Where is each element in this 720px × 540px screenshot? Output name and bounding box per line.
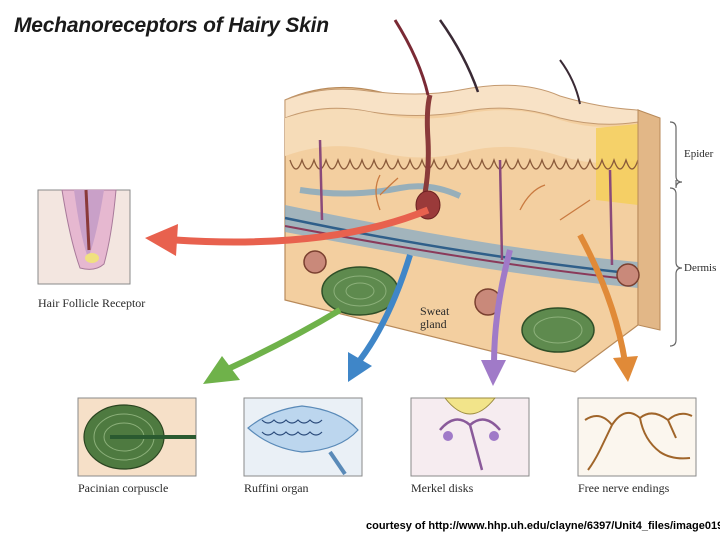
hair-follicle-label: Hair Follicle Receptor (38, 296, 146, 310)
arrow-head-hair-follicle (145, 224, 178, 256)
arrow-head-pacinian (203, 356, 240, 384)
ruffini-label: Ruffini organ (244, 481, 309, 495)
skin-block (284, 19, 683, 373)
arrow-head-free-nerve (613, 356, 638, 382)
ruffini-panel (243, 397, 363, 477)
merkel-panel (410, 397, 530, 477)
dermis-label: Dermis (684, 262, 717, 274)
arrow-hair-follicle (174, 206, 430, 246)
epidermis-label: Epider (684, 148, 714, 160)
arrow-ruffini (357, 254, 413, 362)
page-title: Mechanoreceptors of Hairy Skin (14, 14, 329, 37)
hair-follicle-panel (37, 189, 131, 285)
free-nerve-label: Free nerve endings (578, 481, 670, 495)
sweat-gland-label-line1: Sweat (420, 304, 450, 318)
pacinian-label: Pacinian corpuscle (78, 481, 169, 495)
merkel-label: Merkel disks (411, 481, 474, 495)
arrow-head-ruffini (348, 352, 372, 382)
receptor-arrows (145, 206, 638, 386)
arrow-head-merkel (481, 360, 506, 386)
arrow-free-nerve (577, 233, 628, 363)
credit-line: courtesy of http://www.hhp.uh.edu/clayne… (366, 520, 720, 532)
free-nerve-panel (577, 397, 697, 477)
sweat-gland-label-line2: gland (420, 317, 447, 331)
pacinian-panel (77, 397, 197, 477)
arrow-pacinian (228, 307, 342, 371)
arrow-merkel (491, 249, 513, 366)
sweat-gland-label: Sweat gland (420, 305, 449, 331)
